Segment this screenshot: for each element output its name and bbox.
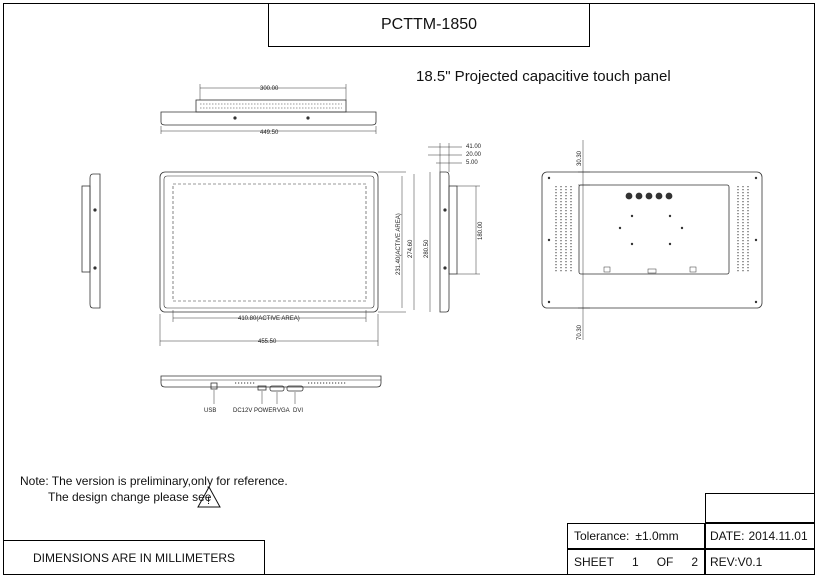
front-outer-bezel (159, 171, 379, 313)
units-box: DIMENSIONS ARE IN MILLIMETERS (3, 540, 265, 575)
title-block-empty-cell (705, 493, 815, 523)
rear-vent-holes-left (555, 186, 572, 272)
units-text: DIMENSIONS ARE IN MILLIMETERS (32, 550, 236, 565)
drawing-frame (3, 3, 815, 575)
top-view-body (160, 111, 377, 126)
model-title: PCTTM-1850 (380, 15, 478, 33)
top-view-vent-holes (200, 103, 342, 109)
vga-port (269, 385, 285, 392)
dvi-label: DVI (293, 408, 303, 414)
sheet-total: 2 (691, 555, 699, 569)
top-view-screw (306, 116, 310, 120)
dvi-port (286, 385, 304, 392)
dim-top-overall: 449.50 (260, 130, 279, 136)
sheet-number: 1 (632, 555, 639, 569)
rear-mount-plate (578, 184, 730, 275)
warning-symbol: ! (207, 495, 210, 507)
front-view: 410.80(ACTIVE AREA) 455.50 231.40(ACTIVE… (159, 171, 431, 346)
rear-vent-holes-right (737, 186, 749, 272)
dim-rear-top-offset: 30.30 (577, 150, 583, 166)
product-description: 18.5" Projected capacitive touch panel (416, 68, 671, 85)
dim-side-offset-1: 41.00 (466, 144, 482, 150)
front-inner-bezel (163, 175, 375, 309)
tolerance-cell: Tolerance: ±1.0mm (567, 523, 705, 549)
left-side-bracket (81, 185, 91, 273)
top-view-bracket (195, 99, 347, 113)
bottom-view-body (160, 375, 382, 388)
rear-outer-body (541, 171, 763, 309)
power-label: DC12V POWER (233, 408, 277, 414)
rear-port-row (625, 192, 673, 200)
date-cell: DATE: 2014.11.01 (705, 523, 815, 549)
power-port (257, 385, 267, 391)
top-view: 300.00 449.50 (160, 84, 377, 136)
right-side-bracket (448, 185, 458, 275)
rear-view: 30.30 70.30 (541, 140, 763, 340)
model-title-box: PCTTM-1850 (268, 3, 590, 47)
rear-vesa-holes (618, 214, 684, 246)
dim-rear-vertical: 180.00 (478, 221, 484, 240)
dim-top-bezel: 300.00 (260, 86, 279, 92)
sheet-cell: SHEET 1 OF 2 (567, 549, 705, 575)
note-line-2: The design change please see (48, 490, 212, 504)
date-label: DATE: (710, 529, 745, 543)
top-view-screw (233, 116, 237, 120)
dim-side-offset-2: 20.00 (466, 152, 482, 158)
dim-outer-height-2: 280.50 (424, 239, 430, 258)
dim-side-offset-3: 5.00 (466, 160, 478, 166)
right-side-view: 41.00 20.00 5.00 180.00 (428, 143, 484, 313)
revision-value: REV:V0.1 (710, 555, 763, 569)
vga-label: VGA (277, 408, 290, 414)
dim-rear-bottom-offset: 70.30 (577, 324, 583, 340)
right-side-body (439, 171, 450, 313)
of-label: OF (656, 555, 674, 569)
sheet-label: SHEET (574, 555, 615, 569)
revision-cell: REV:V0.1 (705, 549, 815, 575)
usb-label: USB (204, 408, 216, 414)
date-value: 2014.11.01 (748, 529, 808, 543)
left-side-body (89, 173, 101, 309)
left-side-view (81, 173, 101, 309)
dim-outer-height-1: 274.60 (408, 239, 414, 258)
dim-active-width: 410.80(ACTIVE AREA) (238, 316, 300, 322)
tolerance-value: ±1.0mm (635, 529, 679, 543)
bottom-view: USB DC12V POWER VGA DVI (160, 375, 382, 414)
dim-active-height: 231.40(ACTIVE AREA) (396, 213, 402, 275)
usb-port (210, 382, 218, 390)
dim-overall-width: 455.50 (258, 339, 277, 345)
note-line-1: Note: The version is preliminary,only fo… (20, 474, 288, 488)
tolerance-label: Tolerance: (574, 529, 630, 543)
front-active-area (172, 183, 367, 302)
warning-triangle-icon: ! (197, 485, 221, 508)
